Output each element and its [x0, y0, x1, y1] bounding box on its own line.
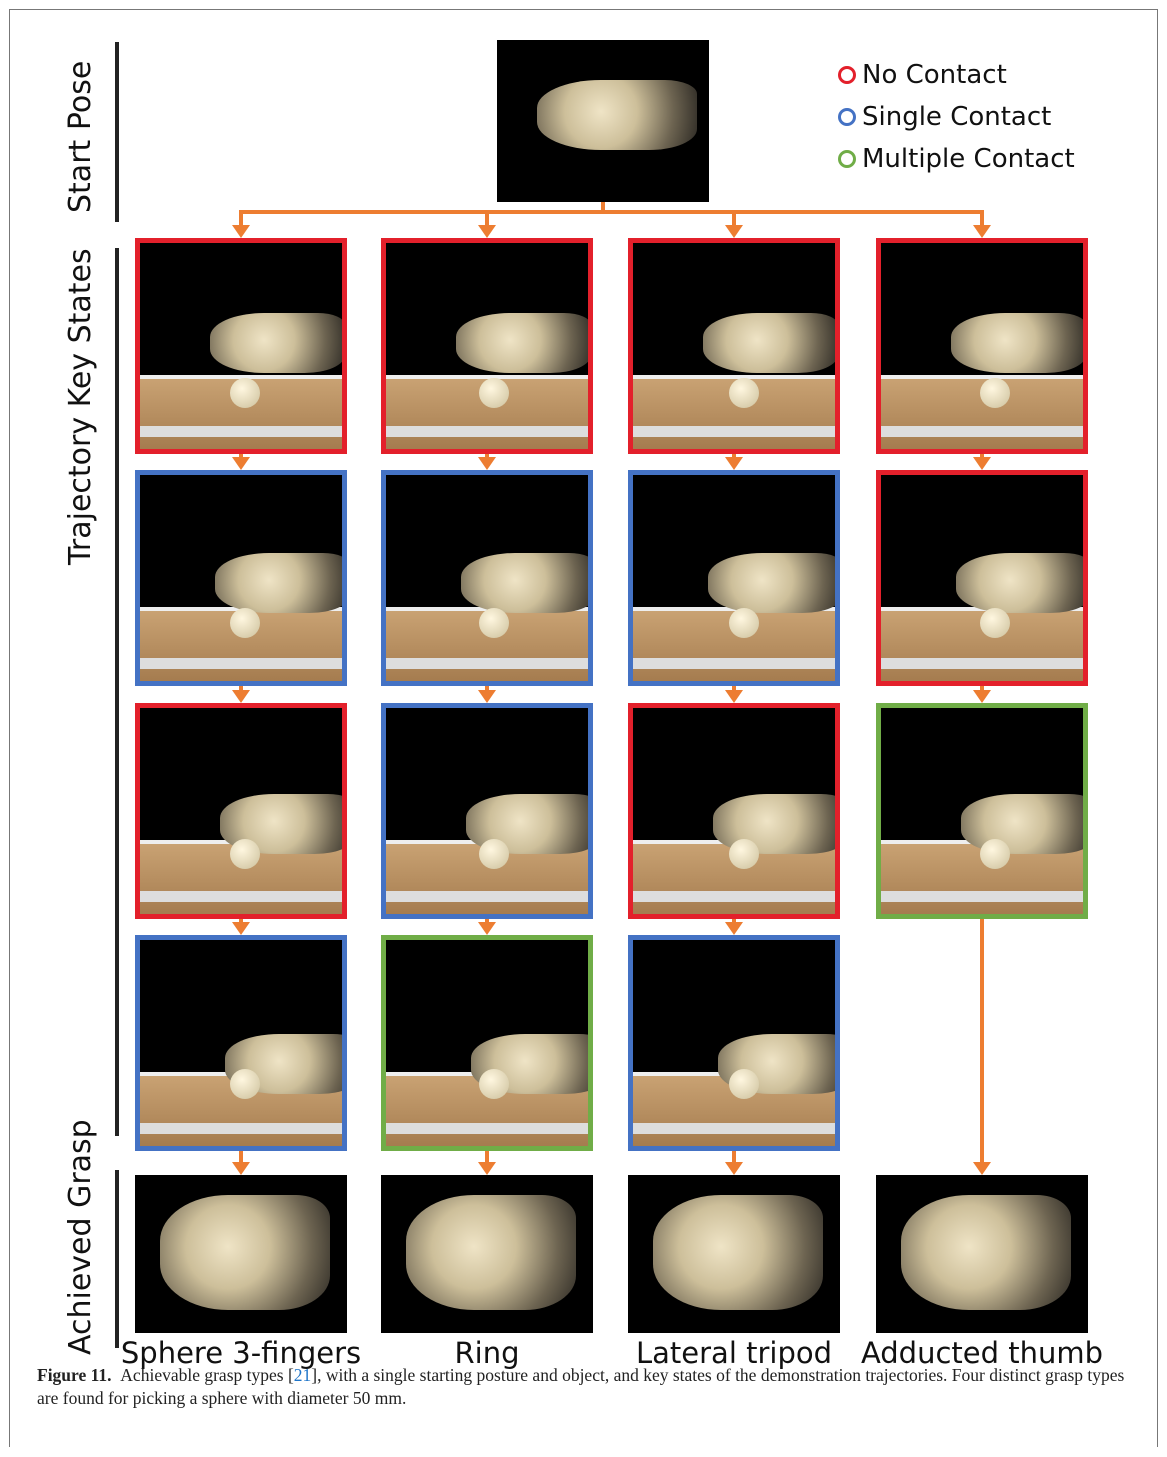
trajectory-state-photo [135, 935, 347, 1151]
legend-label: No Contact [862, 60, 1007, 90]
sphere-object [479, 839, 509, 869]
legend-label: Single Contact [862, 102, 1051, 132]
branch-arrow-0-shaft [239, 210, 243, 226]
figure-caption: Figure 11. Achievable grasp types [21], … [37, 1364, 1137, 1410]
branch-arrow-2-shaft [732, 210, 736, 226]
trajectory-state-photo [876, 238, 1088, 454]
sphere-object [479, 378, 509, 408]
legend-circle-icon [838, 150, 856, 168]
final-arrow-head [725, 1162, 743, 1175]
trajectory-arrow-head [232, 922, 250, 935]
final-arrow-head [973, 1162, 991, 1175]
row-label-achieved: Achieved Grasp [63, 1119, 98, 1355]
achieved-grasp-photo [381, 1175, 593, 1333]
sphere-object [230, 378, 260, 408]
robot-hand [901, 1195, 1071, 1310]
trajectory-state-photo [628, 703, 840, 919]
robot-hand [456, 313, 591, 373]
robot-hand [961, 794, 1088, 854]
sphere-object [729, 839, 759, 869]
sphere-object [230, 839, 260, 869]
robot-hand [210, 313, 345, 373]
trajectory-divider [115, 248, 119, 1136]
trajectory-arrow-head [725, 922, 743, 935]
branch-arrow-3-head [973, 225, 991, 238]
trajectory-state-photo [135, 703, 347, 919]
branch-arrow-2-head [725, 225, 743, 238]
achieved-grasp-photo [628, 1175, 840, 1333]
trajectory-state-photo [628, 935, 840, 1151]
branch-arrow-3-shaft [980, 210, 984, 226]
achieved-grasp-photo [135, 1175, 347, 1333]
trajectory-arrow-head [232, 457, 250, 470]
branch-bar [239, 210, 984, 214]
trajectory-arrow-head [973, 690, 991, 703]
start-pose-divider [115, 42, 119, 222]
legend-item: No Contact [838, 60, 1007, 90]
page-frame-right [1157, 9, 1158, 1447]
legend-item: Multiple Contact [838, 144, 1075, 174]
start-pose-photo [497, 40, 709, 202]
trajectory-state-photo [628, 470, 840, 686]
trajectory-state-photo [135, 470, 347, 686]
page-frame-top [9, 9, 1158, 10]
achieved-divider [115, 1170, 119, 1348]
trajectory-arrow-head [725, 690, 743, 703]
robot-hand [406, 1195, 576, 1310]
trajectory-state-photo [381, 703, 593, 919]
robot-hand [160, 1195, 330, 1310]
robot-hand [703, 313, 838, 373]
legend-label: Multiple Contact [862, 144, 1075, 174]
caption-ref[interactable]: 21 [294, 1365, 312, 1385]
sphere-object [729, 608, 759, 638]
page-frame-left [9, 9, 10, 1447]
trajectory-arrow-head [478, 690, 496, 703]
branch-arrow-0-head [232, 225, 250, 238]
robot-hand [951, 313, 1086, 373]
trajectory-arrow-head [478, 457, 496, 470]
final-arrow-head [232, 1162, 250, 1175]
legend-circle-icon [838, 66, 856, 84]
trajectory-arrow-head [232, 690, 250, 703]
trajectory-state-photo [876, 703, 1088, 919]
final-arrow-shaft [980, 919, 984, 1163]
trajectory-arrow-head [478, 922, 496, 935]
caption-label: Figure 11. [37, 1365, 112, 1385]
sphere-object [980, 608, 1010, 638]
sphere-object [479, 608, 509, 638]
sphere-object [729, 1069, 759, 1099]
robot-hand [956, 553, 1088, 613]
branch-arrow-1-shaft [485, 210, 489, 226]
sphere-object [729, 378, 759, 408]
trajectory-state-photo [876, 470, 1088, 686]
trajectory-arrow-head [725, 457, 743, 470]
achieved-grasp-photo [876, 1175, 1088, 1333]
sphere-object [479, 1069, 509, 1099]
trajectory-state-photo [381, 238, 593, 454]
row-label-start-pose: Start Pose [63, 61, 98, 213]
robot-hand [653, 1195, 823, 1310]
sphere-object [980, 378, 1010, 408]
robot-hand [708, 553, 840, 613]
trajectory-state-photo [628, 238, 840, 454]
legend-circle-icon [838, 108, 856, 126]
legend-item: Single Contact [838, 102, 1051, 132]
sphere-object [230, 608, 260, 638]
trajectory-state-photo [135, 238, 347, 454]
row-label-trajectory: Trajectory Key States [63, 248, 98, 565]
robot-hand [461, 553, 593, 613]
trajectory-arrow-head [973, 457, 991, 470]
sphere-object [980, 839, 1010, 869]
branch-arrow-1-head [478, 225, 496, 238]
sphere-object [230, 1069, 260, 1099]
robot-hand [215, 553, 347, 613]
caption-text-a: Achievable grasp types [ [120, 1365, 293, 1385]
trajectory-state-photo [381, 470, 593, 686]
trajectory-state-photo [381, 935, 593, 1151]
final-arrow-head [478, 1162, 496, 1175]
